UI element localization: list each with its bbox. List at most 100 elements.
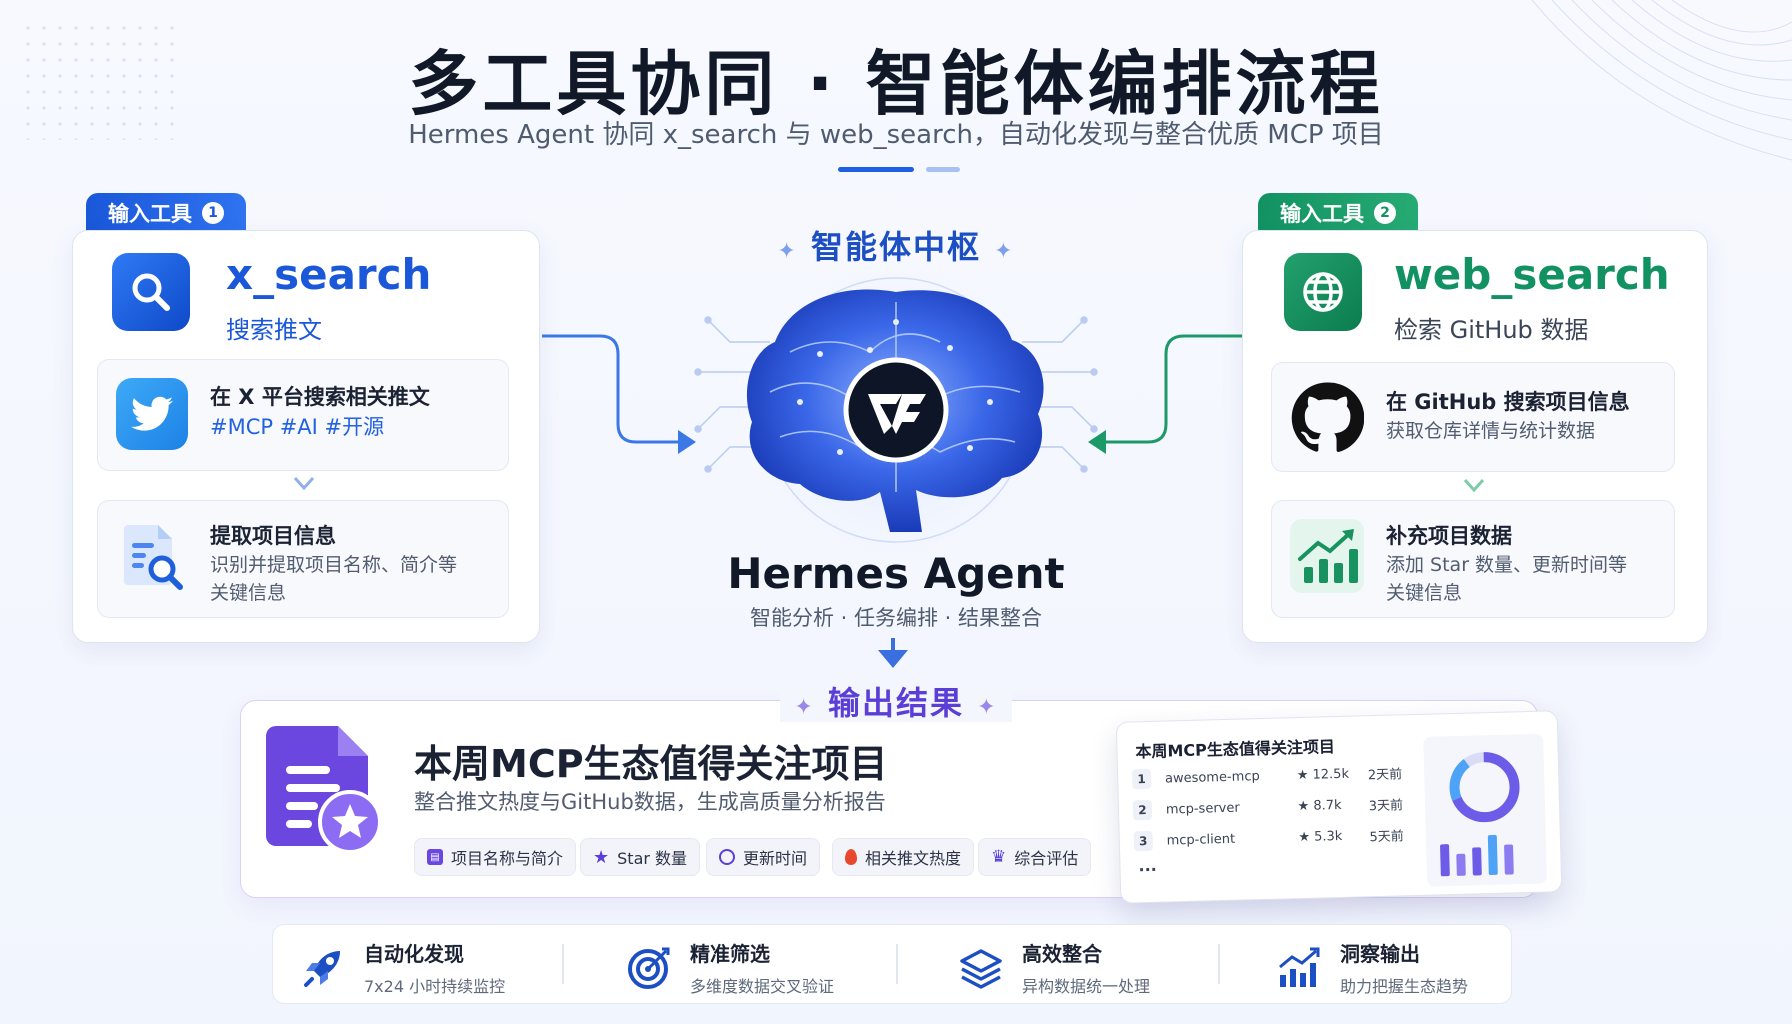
sparkle-icon: ✦ bbox=[977, 695, 998, 720]
step-title: 在 X 平台搜索相关推文 bbox=[210, 385, 430, 409]
search-icon bbox=[112, 253, 190, 331]
row-time: 2天前 bbox=[1367, 766, 1403, 783]
divider bbox=[896, 944, 898, 984]
report-title: 本周MCP生态值得关注项目 bbox=[1135, 737, 1336, 762]
tab-label: 输入工具 bbox=[108, 202, 192, 226]
step-sub: 识别并提取项目名称、简介等 bbox=[210, 554, 458, 576]
step-sub: 添加 Star 数量、更新时间等 bbox=[1386, 554, 1628, 576]
row-time: 3天前 bbox=[1368, 797, 1404, 814]
feature-precise-filtering: 精准筛选 多维度数据交叉验证 bbox=[626, 938, 834, 997]
chip-overall-eval: ♛ 综合评估 bbox=[978, 838, 1092, 876]
id-card-icon: ▤ bbox=[427, 849, 443, 865]
target-icon bbox=[628, 947, 670, 989]
row-name: mcp-server bbox=[1165, 800, 1240, 818]
row-index: 2 bbox=[1132, 799, 1153, 821]
hub-sub: 智能分析 · 任务编排 · 结果整合 bbox=[749, 606, 1043, 630]
row-time: 5天前 bbox=[1369, 828, 1404, 845]
report-row: 1 awesome-mcp ★ 12.5k 2天前 bbox=[1131, 759, 1403, 792]
github-icon bbox=[1290, 381, 1365, 455]
step-title: 提取项目信息 bbox=[210, 524, 336, 548]
step-title: 补充项目数据 bbox=[1386, 524, 1512, 548]
report-mini-charts bbox=[1423, 733, 1547, 887]
chip-label: 综合评估 bbox=[1014, 849, 1079, 868]
report-row: 2 mcp-server ★ 8.7k 3天前 bbox=[1132, 790, 1404, 823]
page-title: 多工具协同 · 智能体编排流程 bbox=[408, 43, 1384, 125]
chip-star-count: ★ Star 数量 bbox=[580, 838, 701, 876]
feature-strip bbox=[272, 924, 1512, 1004]
feature-efficient-integration: 高效整合 异构数据统一处理 bbox=[958, 938, 1150, 997]
input-tool-tab-2: 输入工具 2 bbox=[1258, 193, 1418, 233]
tab-label: 输入工具 bbox=[1280, 202, 1364, 226]
feature-sub: 多维度数据交叉验证 bbox=[690, 977, 835, 996]
feature-title: 洞察输出 bbox=[1340, 942, 1420, 966]
output-title: ✦ 输出结果 ✦ bbox=[700, 678, 1092, 724]
chip-label: 更新时间 bbox=[743, 849, 808, 868]
sparkle-icon: ✦ bbox=[777, 239, 798, 264]
row-name: awesome-mcp bbox=[1164, 768, 1260, 787]
chip-label: 项目名称与简介 bbox=[451, 849, 564, 868]
report-row: 3 mcp-client ★ 5.3k 5天前 bbox=[1133, 821, 1404, 854]
rocket-icon bbox=[304, 950, 340, 987]
hub-title: ✦ 智能体中枢 ✦ bbox=[700, 222, 1092, 268]
step-extract-info: 提取项目信息 识别并提取项目名称、简介等 关键信息 bbox=[97, 500, 509, 618]
growth-chart-icon bbox=[1290, 519, 1364, 593]
report-more: ... bbox=[1138, 855, 1157, 876]
fire-icon bbox=[845, 849, 857, 865]
hub-name: Hermes Agent bbox=[727, 549, 1065, 598]
step-title: 在 GitHub 搜索项目信息 bbox=[1386, 390, 1630, 414]
page-subtitle: Hermes Agent 协同 x_search 与 web_search，自动… bbox=[408, 120, 1384, 150]
divider bbox=[562, 944, 564, 984]
tool-name: web_search bbox=[1394, 250, 1670, 299]
feature-sub: 7x24 小时持续监控 bbox=[364, 977, 506, 996]
report-document-icon bbox=[266, 726, 382, 854]
input-tool-tab-1: 输入工具 1 bbox=[86, 193, 246, 233]
chip-label: Star 数量 bbox=[617, 849, 688, 868]
sparkle-icon: ✦ bbox=[994, 239, 1015, 264]
chip-update-time: 更新时间 bbox=[706, 838, 821, 876]
hub-title-text: 智能体中枢 bbox=[810, 228, 981, 266]
feature-title: 高效整合 bbox=[1022, 942, 1102, 966]
layers-icon bbox=[960, 948, 1002, 989]
feature-insight-output: 洞察输出 助力把握生态趋势 bbox=[1276, 938, 1468, 997]
tool-name: x_search bbox=[226, 250, 432, 299]
feature-auto-discovery: 自动化发现 7x24 小时持续监控 bbox=[300, 938, 505, 997]
row-stars: ★ 12.5k bbox=[1296, 766, 1350, 783]
feature-sub: 助力把握生态趋势 bbox=[1340, 977, 1469, 996]
step-sub: 关键信息 bbox=[1386, 582, 1463, 604]
divider bbox=[1218, 944, 1220, 984]
chevron-down-icon bbox=[293, 476, 315, 491]
clock-icon bbox=[719, 849, 735, 865]
title-underline-accent bbox=[926, 167, 960, 172]
chevron-down-icon bbox=[1463, 478, 1485, 493]
document-search-icon bbox=[116, 519, 188, 591]
step-tags: #MCP #AI #开源 bbox=[210, 415, 385, 439]
step-supplement-data: 补充项目数据 添加 Star 数量、更新时间等 关键信息 bbox=[1271, 500, 1675, 618]
star-icon: ★ bbox=[593, 846, 610, 868]
row-index: 1 bbox=[1131, 768, 1152, 790]
title-underline bbox=[838, 167, 914, 172]
report-preview-card: 本周MCP生态值得关注项目 1 awesome-mcp ★ 12.5k 2天前 … bbox=[1115, 710, 1563, 904]
feature-sub: 异构数据统一处理 bbox=[1022, 977, 1151, 996]
wave-lines-decoration bbox=[1531, 0, 1792, 161]
chip-project-name: ▤ 项目名称与简介 bbox=[414, 838, 577, 876]
feature-title: 精准筛选 bbox=[690, 942, 770, 966]
trophy-icon: ♛ bbox=[991, 847, 1007, 867]
step-search-tweets: 在 X 平台搜索相关推文 #MCP #AI #开源 bbox=[97, 359, 509, 471]
row-stars: ★ 5.3k bbox=[1298, 828, 1343, 845]
step-sub: 关键信息 bbox=[210, 582, 287, 604]
feature-title: 自动化发现 bbox=[364, 942, 464, 966]
sparkle-icon: ✦ bbox=[794, 695, 815, 720]
tab-number: 2 bbox=[1374, 202, 1396, 224]
globe-icon bbox=[1284, 253, 1362, 331]
output-sub: 整合推文热度与GitHub数据，生成高质量分析报告 bbox=[414, 790, 886, 814]
step-search-github: 在 GitHub 搜索项目信息 获取仓库详情与统计数据 bbox=[1271, 362, 1675, 472]
output-heading: 本周MCP生态值得关注项目 bbox=[414, 742, 888, 786]
row-name: mcp-client bbox=[1166, 831, 1236, 849]
step-sub: 获取仓库详情与统计数据 bbox=[1386, 420, 1596, 442]
trend-chart-icon bbox=[1279, 947, 1320, 987]
twitter-icon bbox=[116, 378, 188, 450]
brain-icon bbox=[694, 262, 1098, 552]
tab-number: 1 bbox=[202, 202, 224, 224]
tool-desc: 检索 GitHub 数据 bbox=[1394, 316, 1589, 344]
